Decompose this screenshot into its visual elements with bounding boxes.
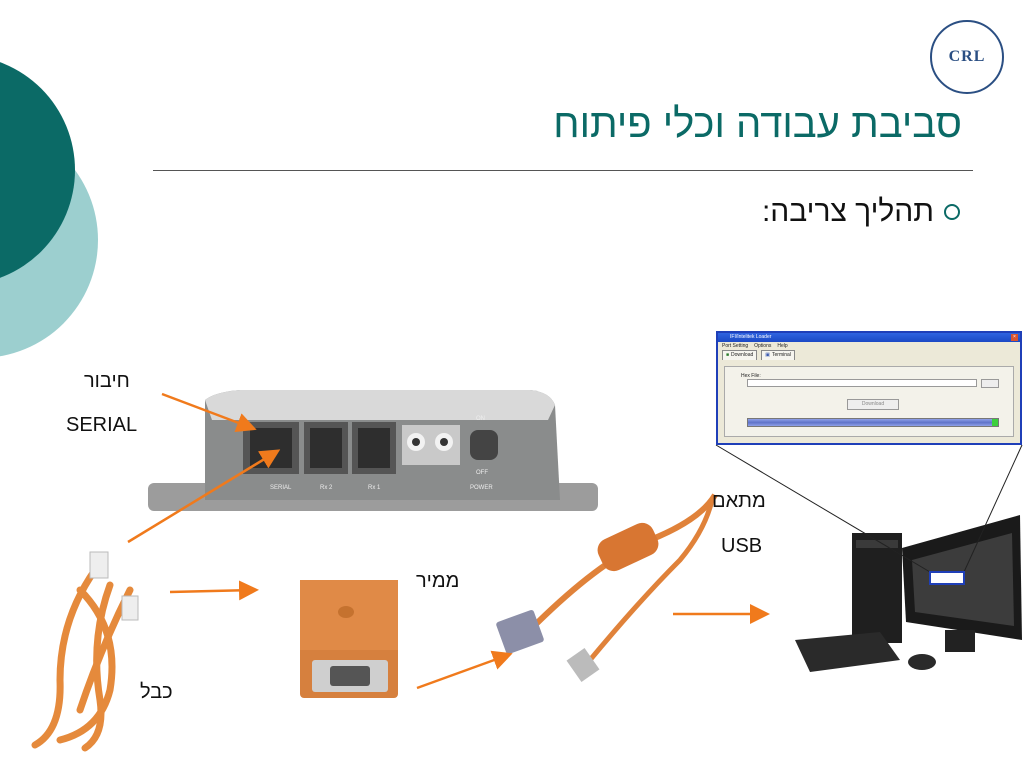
window-tabs: ■ Download ▣ Terminal — [718, 350, 1020, 360]
menu-options[interactable]: Options — [754, 343, 772, 349]
power-label: POWER — [470, 485, 493, 491]
port-label-serial: SERIAL — [270, 485, 292, 491]
tab-terminal-label: Terminal — [772, 352, 791, 358]
callout-line-left — [715, 444, 931, 573]
usb-adapter-photo — [496, 493, 718, 682]
arrow-cable-to-port — [127, 449, 281, 544]
arrow-converter-to-usb — [416, 650, 513, 690]
progress-end-cap — [992, 419, 998, 426]
bullet-text: תהליך צריבה: — [761, 195, 934, 228]
port-label-rx1: Rx 1 — [368, 485, 381, 491]
browse-button[interactable] — [981, 379, 999, 388]
monitor-highlight — [929, 571, 965, 585]
power-off-label: OFF — [476, 470, 488, 476]
window-close-icon[interactable]: × — [1011, 334, 1018, 341]
tab-download[interactable]: ■ Download — [722, 350, 758, 360]
label-converter: ממיר — [416, 570, 460, 592]
bullet-item: תהליך צריבה: — [762, 195, 960, 229]
device-photo: SERIAL Rx 2 Rx 1 ON OFF POWER — [148, 390, 598, 511]
label-serial-connection: חיבור — [84, 370, 130, 392]
window-titlebar: IFI/Intelitek Loader × — [718, 333, 1020, 342]
label-usb-adapter: מתאם — [712, 490, 766, 512]
label-cable: כבל — [140, 681, 173, 703]
arrow-to-serial-port — [161, 392, 257, 433]
crl-logo: CRL — [930, 20, 1004, 94]
crl-logo-text: CRL — [948, 48, 986, 65]
hex-file-input[interactable] — [747, 379, 977, 387]
power-on-label: ON — [476, 416, 485, 422]
download-tab-icon: ■ — [726, 352, 730, 358]
menu-help[interactable]: Help — [777, 343, 788, 349]
slide-title: סביבת עבודה וכלי פיתוח — [553, 102, 962, 146]
bullet-circle-icon — [944, 204, 960, 220]
label-usb-name: USB — [721, 535, 763, 557]
cable-photo — [31, 551, 139, 752]
terminal-tab-icon: ▣ — [765, 352, 771, 358]
hex-file-label: Hex File: — [741, 373, 761, 379]
download-button[interactable]: Download — [847, 399, 899, 410]
decor-dark-circle — [0, 62, 75, 278]
callout-line-right — [963, 444, 1023, 573]
menu-port-setting[interactable]: Port Setting — [722, 343, 749, 349]
tab-download-label: Download — [731, 352, 754, 358]
tab-terminal[interactable]: ▣ Terminal — [761, 350, 795, 360]
label-serial-name: SERIAL — [66, 414, 138, 436]
port-label-rx2: Rx 2 — [320, 485, 333, 491]
window-menu: Port Setting Options Help — [718, 342, 1020, 350]
computer-photo — [795, 515, 1022, 672]
download-progress-bar — [747, 418, 999, 427]
converter-photo — [300, 580, 398, 698]
window-title: IFI/Intelitek Loader — [730, 334, 772, 340]
loader-window: IFI/Intelitek Loader × Port Setting Opti… — [716, 331, 1022, 445]
arrow-cable-to-converter — [169, 580, 259, 601]
title-divider — [153, 170, 973, 171]
download-pane: Hex File: Download — [724, 366, 1014, 437]
